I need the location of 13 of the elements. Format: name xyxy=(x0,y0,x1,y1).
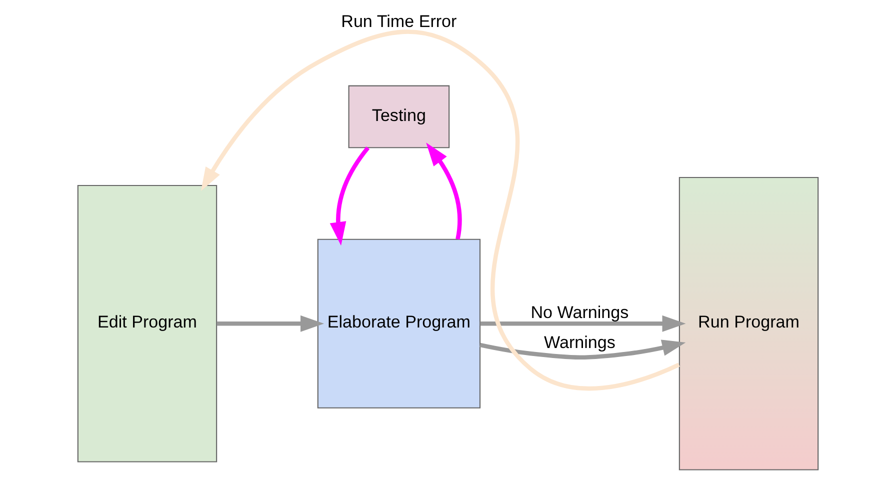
arrow xyxy=(426,142,462,240)
node-box: Edit Program xyxy=(77,184,218,462)
edge-label: Warnings xyxy=(544,332,616,352)
arrow xyxy=(200,29,680,390)
node-box: Elaborate Program xyxy=(317,238,481,408)
edge-label: Run Time Error xyxy=(341,11,457,30)
arrow xyxy=(480,314,686,332)
edge-label: No Warnings xyxy=(530,302,629,322)
node-box: Run Program xyxy=(678,176,819,470)
arrow xyxy=(216,314,324,332)
arrow xyxy=(330,146,370,246)
node-box: Testing xyxy=(348,84,450,148)
arrow xyxy=(480,339,686,359)
